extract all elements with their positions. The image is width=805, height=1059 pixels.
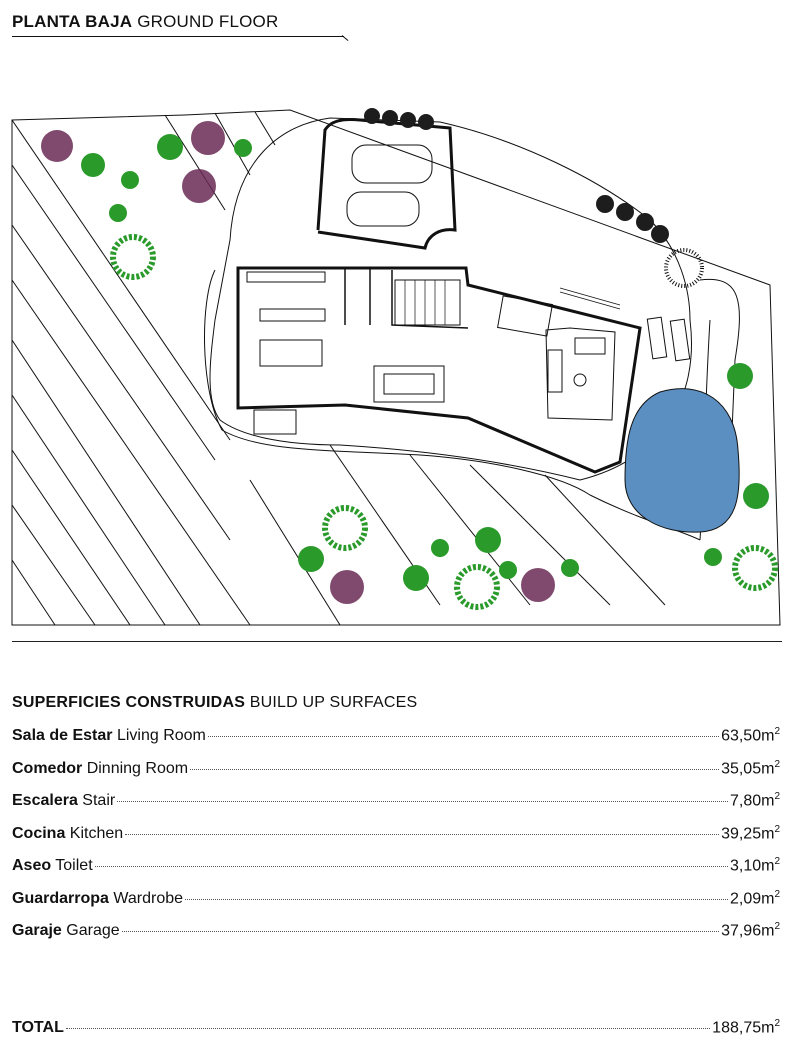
leader-dots	[117, 801, 728, 803]
total-row: TOTAL 188,75m2	[12, 1018, 780, 1051]
page-title-rest: GROUND FLOOR	[137, 12, 279, 31]
surfaces-title-bold: SUPERFICIES CONSTRUIDAS	[12, 694, 246, 711]
garage-outline	[316, 118, 457, 250]
page-title-bold: PLANTA BAJA	[12, 12, 133, 31]
leader-dots	[94, 866, 728, 868]
total-label: TOTAL	[12, 1019, 64, 1037]
total-row-container: TOTAL 188,75m2	[12, 1018, 780, 1051]
row-label-en: Stair	[82, 792, 116, 810]
row-label-es: Aseo	[12, 857, 52, 875]
kitchen-table	[259, 339, 323, 367]
section-divider	[12, 641, 782, 642]
surface-row-stair: Escalera Stair 7,80m2	[12, 791, 780, 824]
kitchen-island	[259, 308, 326, 322]
stair	[394, 279, 461, 326]
total-value: 188,75m2	[712, 1018, 780, 1037]
page-header: PLANTA BAJA GROUND FLOOR	[12, 12, 350, 38]
surface-row-garage: Garaje Garage 37,96m2	[12, 921, 780, 954]
row-label-en: Garage	[66, 922, 120, 940]
surface-row-toilet: Aseo Toilet 3,10m2	[12, 856, 780, 889]
row-label-en: Toilet	[55, 857, 93, 875]
surfaces-title-rest: BUILD UP SURFACES	[249, 694, 418, 711]
pool	[624, 388, 740, 533]
site-boundary	[11, 109, 781, 626]
leader-dots	[65, 1028, 711, 1030]
page-title: PLANTA BAJA GROUND FLOOR	[12, 12, 350, 32]
row-value: 39,25m2	[721, 823, 780, 842]
row-label-es: Sala de Estar	[12, 727, 113, 745]
row-label-en: Kitchen	[69, 824, 124, 842]
row-label-es: Comedor	[12, 759, 83, 777]
trees	[41, 108, 778, 610]
surface-row-wardrobe: Guardarropa Wardrobe 2,09m2	[12, 889, 780, 922]
sun-lounger-2	[669, 318, 691, 362]
surfaces-title: SUPERFICIES CONSTRUIDAS BUILD UP SURFACE…	[12, 694, 417, 712]
row-label-es: Garaje	[12, 922, 62, 940]
kitchen-counter	[246, 271, 326, 283]
row-label-es: Escalera	[12, 792, 78, 810]
row-label-en: Living Room	[116, 727, 206, 745]
row-value: 2,09m2	[729, 888, 780, 907]
row-label-es: Cocina	[12, 824, 66, 842]
dining-table	[373, 365, 445, 403]
row-value: 37,96m2	[721, 921, 780, 940]
surface-row-living: Sala de Estar Living Room 63,50m2	[12, 726, 780, 759]
car-1	[351, 144, 433, 184]
car-2	[346, 191, 420, 227]
row-label-es: Guardarropa	[12, 889, 109, 907]
header-underline	[12, 36, 344, 37]
row-label-en: Dinning Room	[86, 759, 189, 777]
house-walls	[236, 266, 642, 474]
leader-dots	[125, 833, 720, 835]
living-sofa	[545, 327, 616, 421]
row-value: 3,10m2	[729, 856, 780, 875]
leader-dots	[121, 931, 720, 933]
leader-dots	[207, 736, 720, 738]
row-value: 35,05m2	[721, 758, 780, 777]
row-value: 63,50m2	[721, 726, 780, 745]
row-label-en: Wardrobe	[113, 889, 184, 907]
leader-dots	[185, 898, 728, 900]
surfaces-list: Sala de Estar Living Room 63,50m2 Comedo…	[12, 726, 780, 954]
row-value: 7,80m2	[729, 791, 780, 810]
floor-plan	[11, 108, 781, 626]
leader-dots	[190, 768, 720, 770]
surface-row-dining: Comedor Dinning Room 35,05m2	[12, 759, 780, 792]
surface-row-kitchen: Cocina Kitchen 39,25m2	[12, 824, 780, 857]
sun-lounger-1	[646, 316, 668, 360]
